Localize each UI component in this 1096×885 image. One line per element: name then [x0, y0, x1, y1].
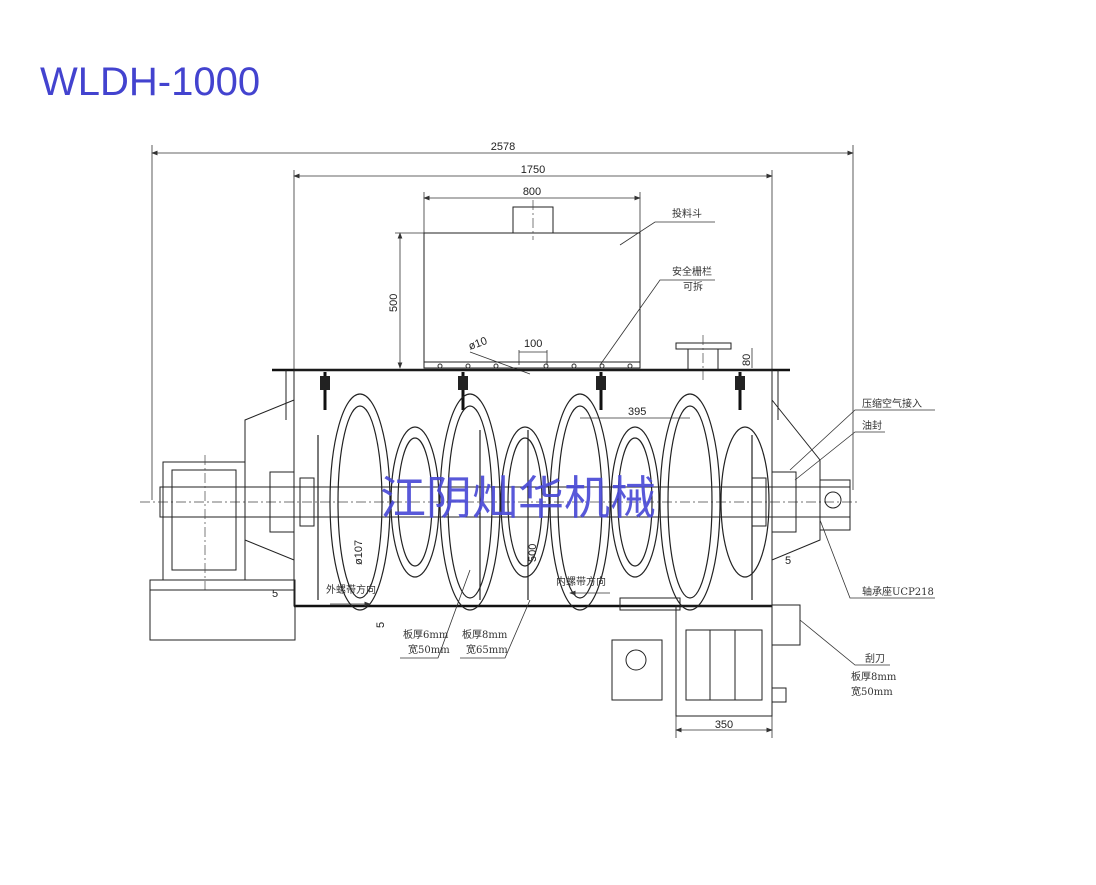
dim-flange-height: 80: [741, 354, 753, 366]
dim-overall-length: 2578: [491, 141, 515, 153]
dim-gap-left: 5: [272, 588, 278, 600]
hopper: [423, 200, 641, 369]
dim-inner-dia: 500: [527, 544, 539, 562]
dim-hopper-height: 500: [388, 294, 400, 312]
label-outer-thick: 板厚6mm: [403, 628, 449, 641]
label-inner-thick: 板厚8mm: [462, 628, 508, 641]
dim-hole-pitch: 100: [524, 338, 542, 350]
label-inner-width: 宽65mm: [466, 643, 508, 656]
ribbons: [317, 393, 770, 611]
gear-motor: [149, 455, 296, 641]
label-outer-dir: 外螺带方向: [326, 583, 376, 596]
label-oil-seal: 油封: [862, 419, 882, 432]
label-scraper: 刮刀: [865, 652, 885, 665]
leader-lines: [330, 221, 935, 666]
label-guard: 安全栅栏: [672, 265, 712, 278]
dim-gap-bottom: 5: [375, 622, 387, 628]
page-title: WLDH-1000: [40, 60, 261, 104]
label-inner-dir: 内螺带方向: [556, 575, 606, 588]
dim-hole-dia: ø10: [467, 335, 489, 353]
bearing-seat: [819, 479, 851, 531]
label-guard-note: 可拆: [683, 280, 703, 293]
dim-gap-right: 5: [785, 555, 791, 567]
discharge-valve: [611, 597, 801, 717]
dim-ribbon-pitch: 395: [628, 406, 646, 418]
dim-lines: [151, 145, 854, 738]
label-air-inlet: 压缩空气接入: [862, 397, 922, 410]
dim-shaft-dia: ø107: [353, 540, 365, 565]
dim-valve-width: 350: [715, 719, 733, 731]
label-scraper-width: 宽50mm: [851, 685, 893, 698]
label-outer-width: 宽50mm: [408, 643, 450, 656]
dim-hopper-width: 800: [523, 186, 541, 198]
label-scraper-thick: 板厚8mm: [851, 670, 897, 683]
watermark: 江阴灿华机械: [380, 471, 656, 525]
label-bearing: 轴承座UCP218: [862, 585, 934, 598]
dim-trough-length: 1750: [521, 164, 545, 176]
label-hopper: 投料斗: [672, 207, 702, 220]
